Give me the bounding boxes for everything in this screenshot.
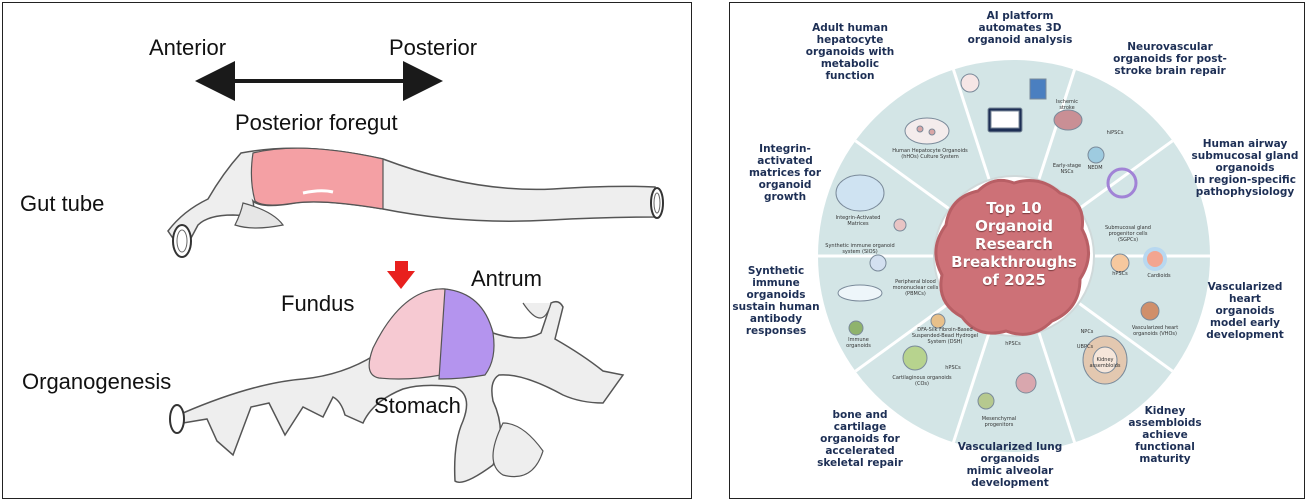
cartilage-b-label: hPSCs [945,365,961,371]
antrum-label: Antrum [471,266,542,291]
heart-b-label: Cardioids [1147,273,1171,279]
immune-a-label: Peripheral blood mononuclear cells (PBMC… [892,279,939,297]
anterior-label: Anterior [149,35,227,60]
center-title-line: Research [975,235,1053,253]
heart-a-label: hPSCs [1112,271,1128,277]
cartilage-a-label: Cartilaginous organoids (COs) [892,375,952,387]
ring-divider [1077,139,1174,211]
ring-divider [1077,301,1174,373]
kidney-a-label: NPCs [1080,329,1094,335]
neuro-b-label: hiPSCs [1106,130,1124,136]
neuro-a-label: Ischemic stroke [1055,99,1079,111]
gut-illustration [167,61,664,483]
stomach-organ [169,261,625,483]
gut-tube-label: Gut tube [20,191,105,216]
airway-a-label: Submucosal gland progenitor cells (SGPCs… [1105,225,1151,243]
center-title-line: Top 10 [986,199,1042,217]
ring-divider [952,331,991,443]
lung-b-label: Mesenchymal progenitors [981,416,1017,428]
cartilage-top-label: DFA-Silk Fibroin-Based Suspended-Bead Hy… [911,327,979,345]
gut-tube [167,147,664,258]
neuro-d-label: Early-stage NSCs [1052,163,1082,175]
gut-development-panel: Anterior Posterior Posterior foregut Gut… [2,2,692,499]
breakthrough-wheel [818,60,1210,452]
kidney-c-label: Kidney assembloids [1089,357,1121,369]
center-blob [934,178,1090,336]
center-title-line: of 2025 [982,271,1046,289]
heart-c-label: Vascularized heart organoids (VHOs) [1131,325,1179,337]
fundus-label: Fundus [281,291,355,316]
center-title-line: Breakthroughs [951,253,1077,271]
lung-a-label: hPSCs [1005,341,1021,347]
center-title-line: Organoid [975,217,1053,235]
ring-divider [952,69,991,181]
neuro-c-label: NEDM [1087,165,1103,171]
hepatocyte-label: Human Hepatocyte Organoids (hHOs) Cultur… [892,148,968,160]
fundus-marker-arrow [387,261,415,289]
stomach-label: Stomach [374,393,461,418]
center-title: Top 10 Organoid Research Breakthroughs o… [935,199,1093,289]
ring-divider [1037,331,1076,443]
integrin-label: Integrin-Activated Matrices [835,215,881,227]
immune-b-label: Immune organoids [846,337,871,349]
ring-divider [854,139,951,211]
immune-top-label: Synthetic immune organoid system (SIOS) [825,243,895,255]
ring-divider [854,301,951,373]
posterior-label: Posterior [389,35,478,60]
organogenesis-label: Organogenesis [22,369,172,394]
kidney-b-label: UBPCs [1076,344,1094,350]
organoid-breakthroughs-panel: Top 10 Organoid Research Breakthroughs o… [729,2,1305,499]
posterior-foregut-label: Posterior foregut [235,110,398,135]
segment-icons [835,73,1167,410]
